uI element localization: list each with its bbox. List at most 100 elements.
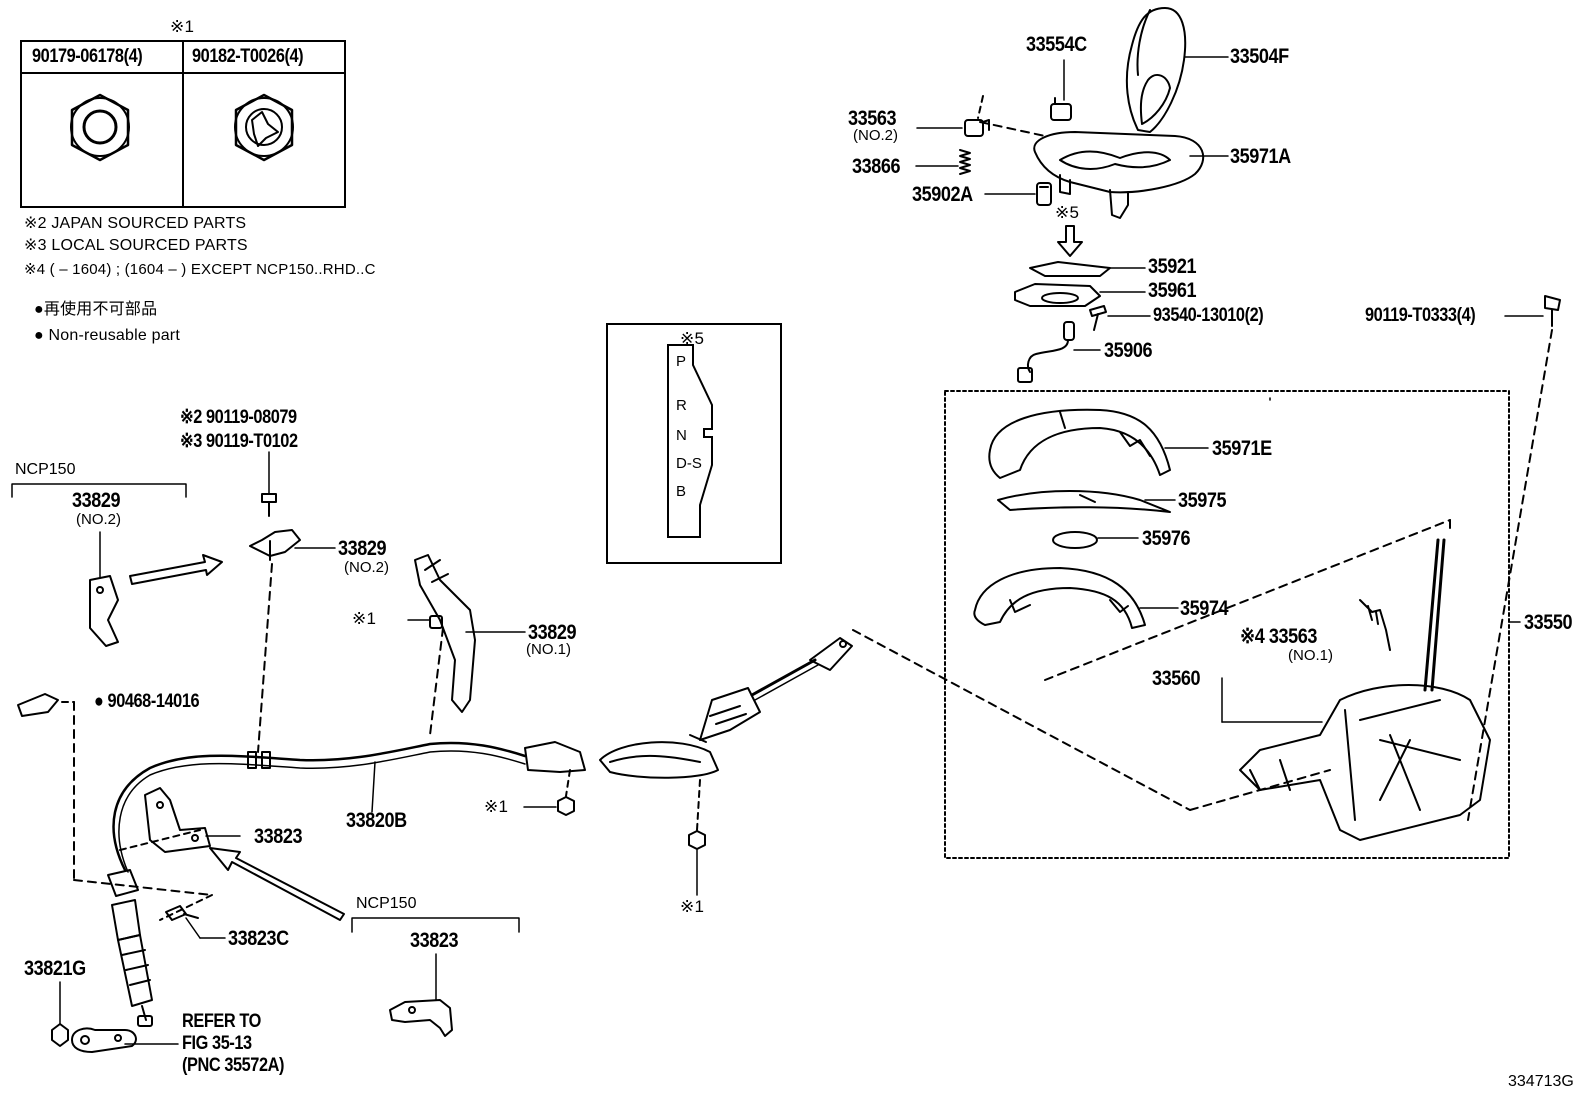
- label-35921: 35921: [1148, 255, 1197, 278]
- nut-6178-icon: [70, 93, 130, 162]
- label-35971a: 35971A: [1230, 145, 1291, 168]
- fastener-table-divider: [182, 42, 184, 206]
- bracket-33829-no2-left-icon: [89, 575, 119, 647]
- label-90119-t0333: 90119-T0333(4): [1365, 305, 1476, 326]
- label-35974: 35974: [1180, 597, 1229, 620]
- label-33829-left: 33829: [72, 489, 121, 512]
- label-35975: 35975: [1178, 489, 1227, 512]
- clip-33829-icon: [429, 615, 443, 629]
- button-35902A-icon: [1036, 182, 1052, 206]
- label-33829-mid: 33829: [338, 537, 387, 560]
- label-mark1-a: ※1: [352, 609, 377, 628]
- bracket-33823-ncp150-icon: [389, 999, 453, 1037]
- label-no2-left: (NO.2): [76, 511, 121, 528]
- label-35976: 35976: [1142, 527, 1191, 550]
- nut-T0026-icon: [234, 93, 294, 162]
- bracket-33829-no1-icon: [414, 554, 476, 713]
- bracket-33829-no2-icon: [249, 529, 301, 561]
- label-no2-top: (NO.2): [853, 127, 898, 144]
- label-no2-mid: (NO.2): [344, 559, 389, 576]
- table-mark: ※1: [170, 17, 195, 36]
- clip-33563-no1-icon: [1359, 599, 1391, 651]
- label-33866: 33866: [852, 155, 901, 178]
- illustration-code: 334713G: [1508, 1073, 1574, 1090]
- label-33821g: 33821G: [24, 957, 86, 980]
- bracket-33823-icon: [144, 787, 211, 853]
- arrow-right-icon: [129, 554, 223, 585]
- label-refer-to: REFER TO: [182, 1011, 261, 1032]
- shift-knob-icon: [1125, 7, 1187, 133]
- bracket-35961-icon: [1014, 283, 1101, 307]
- nut-1-c-icon: [688, 830, 706, 850]
- label-33829-no1: 33829: [528, 621, 577, 644]
- fastener-col2-header: 90182-T0026(4): [192, 46, 304, 67]
- gate-position-p: P: [676, 353, 687, 370]
- label-bolt-08079: ※2 90119-08079: [180, 407, 297, 428]
- arrow-down-icon: [1057, 225, 1083, 257]
- label-33550: 33550: [1524, 611, 1573, 634]
- link-35572A-icon: [71, 1027, 137, 1053]
- label-mark5-arrow: ※5: [1055, 203, 1080, 222]
- label-33823c: 33823C: [228, 927, 289, 950]
- gate-mark: ※5: [680, 329, 705, 348]
- label-bolt-t0102: ※3 90119-T0102: [180, 431, 298, 452]
- label-33504f: 33504F: [1230, 45, 1289, 68]
- note-except: ※4 ( – 1604) ; (1604 – ) EXCEPT NCP150..…: [24, 261, 376, 278]
- label-no1-mid: (NO.1): [526, 641, 571, 658]
- label-93540: 93540-13010(2): [1153, 305, 1264, 326]
- nut-1-b-icon: [557, 796, 575, 816]
- seal-35976-icon: [1052, 531, 1098, 549]
- note-japan-sourced: ※2 JAPAN SOURCED PARTS: [24, 215, 247, 232]
- bolt-33823C-icon: [165, 905, 199, 921]
- cover-35971E-icon: [988, 408, 1171, 479]
- label-33554c: 33554C: [1026, 33, 1087, 56]
- label-ncp150-a: NCP150: [15, 461, 76, 478]
- shift-cable-icon: [112, 637, 853, 873]
- fastener-table-header-rule: [22, 72, 344, 74]
- label-35961: 35961: [1148, 279, 1197, 302]
- indicator-housing-icon: [1033, 131, 1205, 219]
- label-no1-lower: (NO.1): [1288, 647, 1333, 664]
- small-clip-icon: [1050, 97, 1072, 121]
- clip-90468-icon: [17, 693, 59, 717]
- label-ncp150-b: NCP150: [356, 895, 417, 912]
- label-35971e: 35971E: [1212, 437, 1272, 460]
- gate-position-ds: D-S: [676, 455, 702, 472]
- label-33563-lower: ※4 33563: [1240, 625, 1317, 648]
- plate-35975-icon: [997, 490, 1171, 513]
- fastener-col1-header: 90179-06178(4): [32, 46, 143, 67]
- note-local-sourced: ※3 LOCAL SOURCED PARTS: [24, 237, 248, 254]
- nut-33821G-icon: [51, 1023, 69, 1047]
- label-mark1-b: ※1: [484, 797, 509, 816]
- bolt-08079-icon: [261, 493, 277, 517]
- label-33820b: 33820B: [346, 809, 407, 832]
- label-33823: 33823: [254, 825, 303, 848]
- fastener-table: 90179-06178(4) 90182-T0026(4): [20, 40, 346, 208]
- shift-gate-panel: P R N D-S B: [606, 323, 782, 564]
- label-mark1-c: ※1: [680, 897, 705, 916]
- label-33563-top: 33563: [848, 107, 897, 130]
- arrow-up-left-icon: [209, 847, 345, 921]
- bulb-harness-icon: [1017, 321, 1075, 383]
- shift-lever-base-icon: [1239, 538, 1491, 841]
- label-refer-fig: FIG 35-13: [182, 1033, 252, 1054]
- label-90468: ● 90468-14016: [94, 691, 200, 712]
- note-nonreusable-jp: ●再使用不可部品: [34, 301, 158, 318]
- label-35906: 35906: [1104, 339, 1153, 362]
- bolt-T0333-icon: [1544, 295, 1561, 327]
- clip-33563-icon: [964, 119, 990, 137]
- screw-93540-icon: [1089, 305, 1107, 331]
- label-refer-pnc: (PNC 35572A): [182, 1055, 285, 1076]
- label-33560: 33560: [1152, 667, 1201, 690]
- label-35902a: 35902A: [912, 183, 973, 206]
- gate-position-b: B: [676, 483, 687, 500]
- gate-position-n: N: [676, 427, 687, 444]
- plate-35921-icon: [1029, 261, 1111, 277]
- gate-position-r: R: [676, 397, 687, 414]
- note-nonreusable-en: ● Non-reusable part: [34, 327, 180, 344]
- spring-icon: [959, 149, 971, 175]
- cover-35974-icon: [973, 567, 1146, 629]
- cable-end-icon: [107, 869, 153, 1027]
- label-33823-ncp150: 33823: [410, 929, 459, 952]
